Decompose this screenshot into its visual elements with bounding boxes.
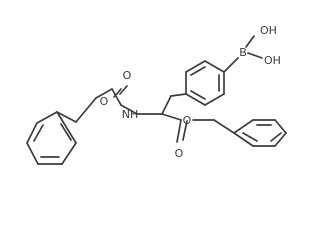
amino-acid-backbone <box>136 93 187 121</box>
ester-phenyl-ring <box>233 119 287 147</box>
carbamate-phenyl-ring <box>26 97 97 165</box>
ester-carbonyl-oxygen-label: O <box>175 147 184 160</box>
boron-label: B <box>239 46 247 59</box>
carbamate-ester-oxygen-label: O <box>100 95 109 108</box>
ester-oxygen-label: O <box>183 114 192 127</box>
hydroxyl-right-label: OH <box>264 54 281 67</box>
chemical-structure-diagram: B OH OH O O O O NH <box>26 24 287 165</box>
carbamate-carbonyl-oxygen-label: O <box>123 69 132 82</box>
carbamate-group: O O NH <box>95 69 139 121</box>
hydroxyl-top-label: OH <box>260 24 277 37</box>
amine-label: NH <box>122 108 139 121</box>
boronic-acid-group: B OH OH <box>223 24 281 73</box>
aryl-ring <box>185 60 225 106</box>
benzyl-ester-group: O O <box>175 114 235 160</box>
